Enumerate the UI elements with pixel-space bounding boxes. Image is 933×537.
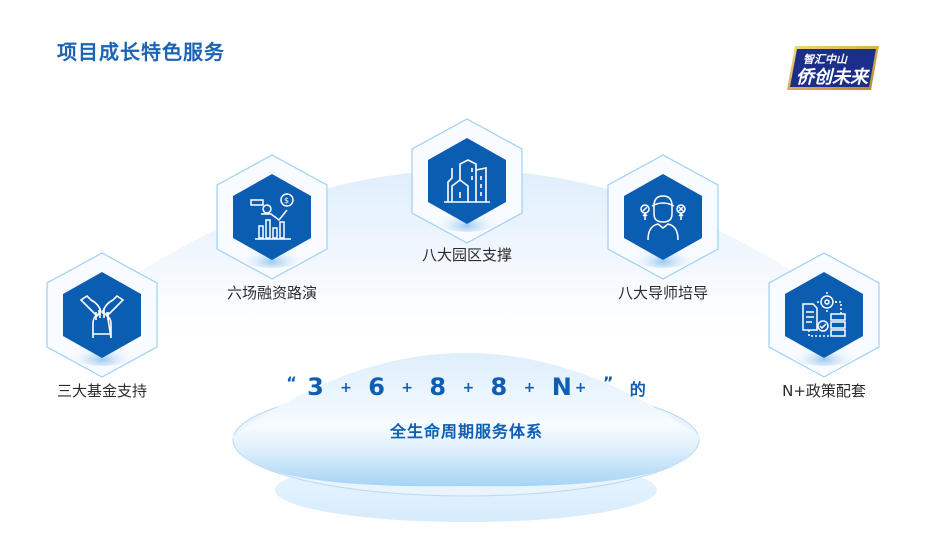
node-fund-support: 三大基金支持 <box>42 250 162 400</box>
formula-item: 6 <box>368 373 386 401</box>
close-quote: ” <box>602 373 615 392</box>
node-park-support: 八大园区支撑 <box>407 116 527 264</box>
formula-item: N <box>551 373 573 401</box>
node-label: N+政策配套 <box>782 382 866 400</box>
plus-sign: + <box>574 380 588 396</box>
formula-item: 8 <box>429 373 448 401</box>
node-mentor-guidance: 八大导师培导 <box>603 152 723 302</box>
hexagon-frame <box>768 252 880 378</box>
svg-text:侨创未来: 侨创未来 <box>796 67 870 88</box>
node-label: 八大园区支撑 <box>421 246 512 264</box>
formula-heading: “ 3 + 6 + 8 + 8 + N+ ” 的 <box>0 373 933 401</box>
financing-chart-icon: $ <box>250 193 294 240</box>
node-policy-support: N+政策配套 <box>764 250 884 400</box>
svg-text:$: $ <box>284 196 289 205</box>
brand-logo: 智汇中山 侨创未来 <box>787 46 879 90</box>
node-financing-roadshow: $ 六场融资路演 <box>212 152 332 302</box>
plus-sign: + <box>340 380 353 396</box>
formula-suffix: 的 <box>629 380 647 399</box>
hexagon-frame <box>46 252 158 378</box>
open-quote: “ <box>286 373 298 392</box>
page-title: 项目成长特色服务 <box>57 40 225 64</box>
node-label: 六场融资路演 <box>226 284 317 302</box>
node-label: 八大导师培导 <box>617 284 708 302</box>
policy-gear-icon <box>802 292 846 337</box>
hexagon-frame <box>607 154 719 280</box>
mentor-icon <box>640 195 686 241</box>
plus-sign: + <box>462 380 476 396</box>
hands-together-icon <box>79 294 125 339</box>
plus-sign: + <box>401 380 415 396</box>
formula-item: 8 <box>490 373 509 401</box>
svg-text:智汇中山: 智汇中山 <box>803 53 848 66</box>
formula-item: 3 <box>307 373 325 401</box>
node-label: 三大基金支持 <box>56 382 147 400</box>
plus-sign: + <box>523 380 537 396</box>
buildings-icon <box>444 159 490 203</box>
formula-subtitle: 全生命周期服务体系 <box>389 422 543 441</box>
